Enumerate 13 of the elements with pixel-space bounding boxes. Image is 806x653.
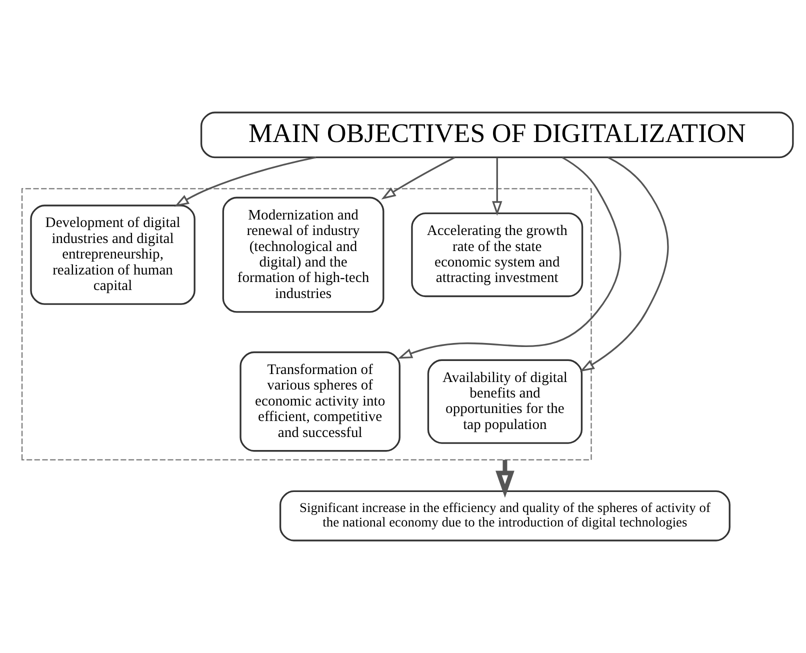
node-box: Modernization and renewal of industry (technological and digital) and the formation of high-tech industries xyxy=(222,196,384,313)
node-box: Transformation of various spheres of economic activity into efficient, competitive and successful xyxy=(240,351,400,452)
node-box: MAIN OBJECTIVES OF DIGITALIZATION xyxy=(200,112,794,158)
arrow xyxy=(398,156,622,359)
node-box: Significant increase in the efficiency and quality of the spheres of activity of the national economy due to the introduction of digital technologies xyxy=(279,490,730,542)
arrow xyxy=(174,156,316,207)
node-box: Accelerating the growth rate of the state economic system and attracting investment xyxy=(411,212,584,298)
arrow xyxy=(496,460,514,498)
node-box: Development of digital industries and digital entrepreneurship, realization of human capital xyxy=(30,204,196,305)
arrow xyxy=(580,156,669,372)
arrow xyxy=(381,156,456,200)
node-box: Availability of digital benefits and opportunities for the tap population xyxy=(427,359,583,444)
arrow xyxy=(492,158,502,216)
